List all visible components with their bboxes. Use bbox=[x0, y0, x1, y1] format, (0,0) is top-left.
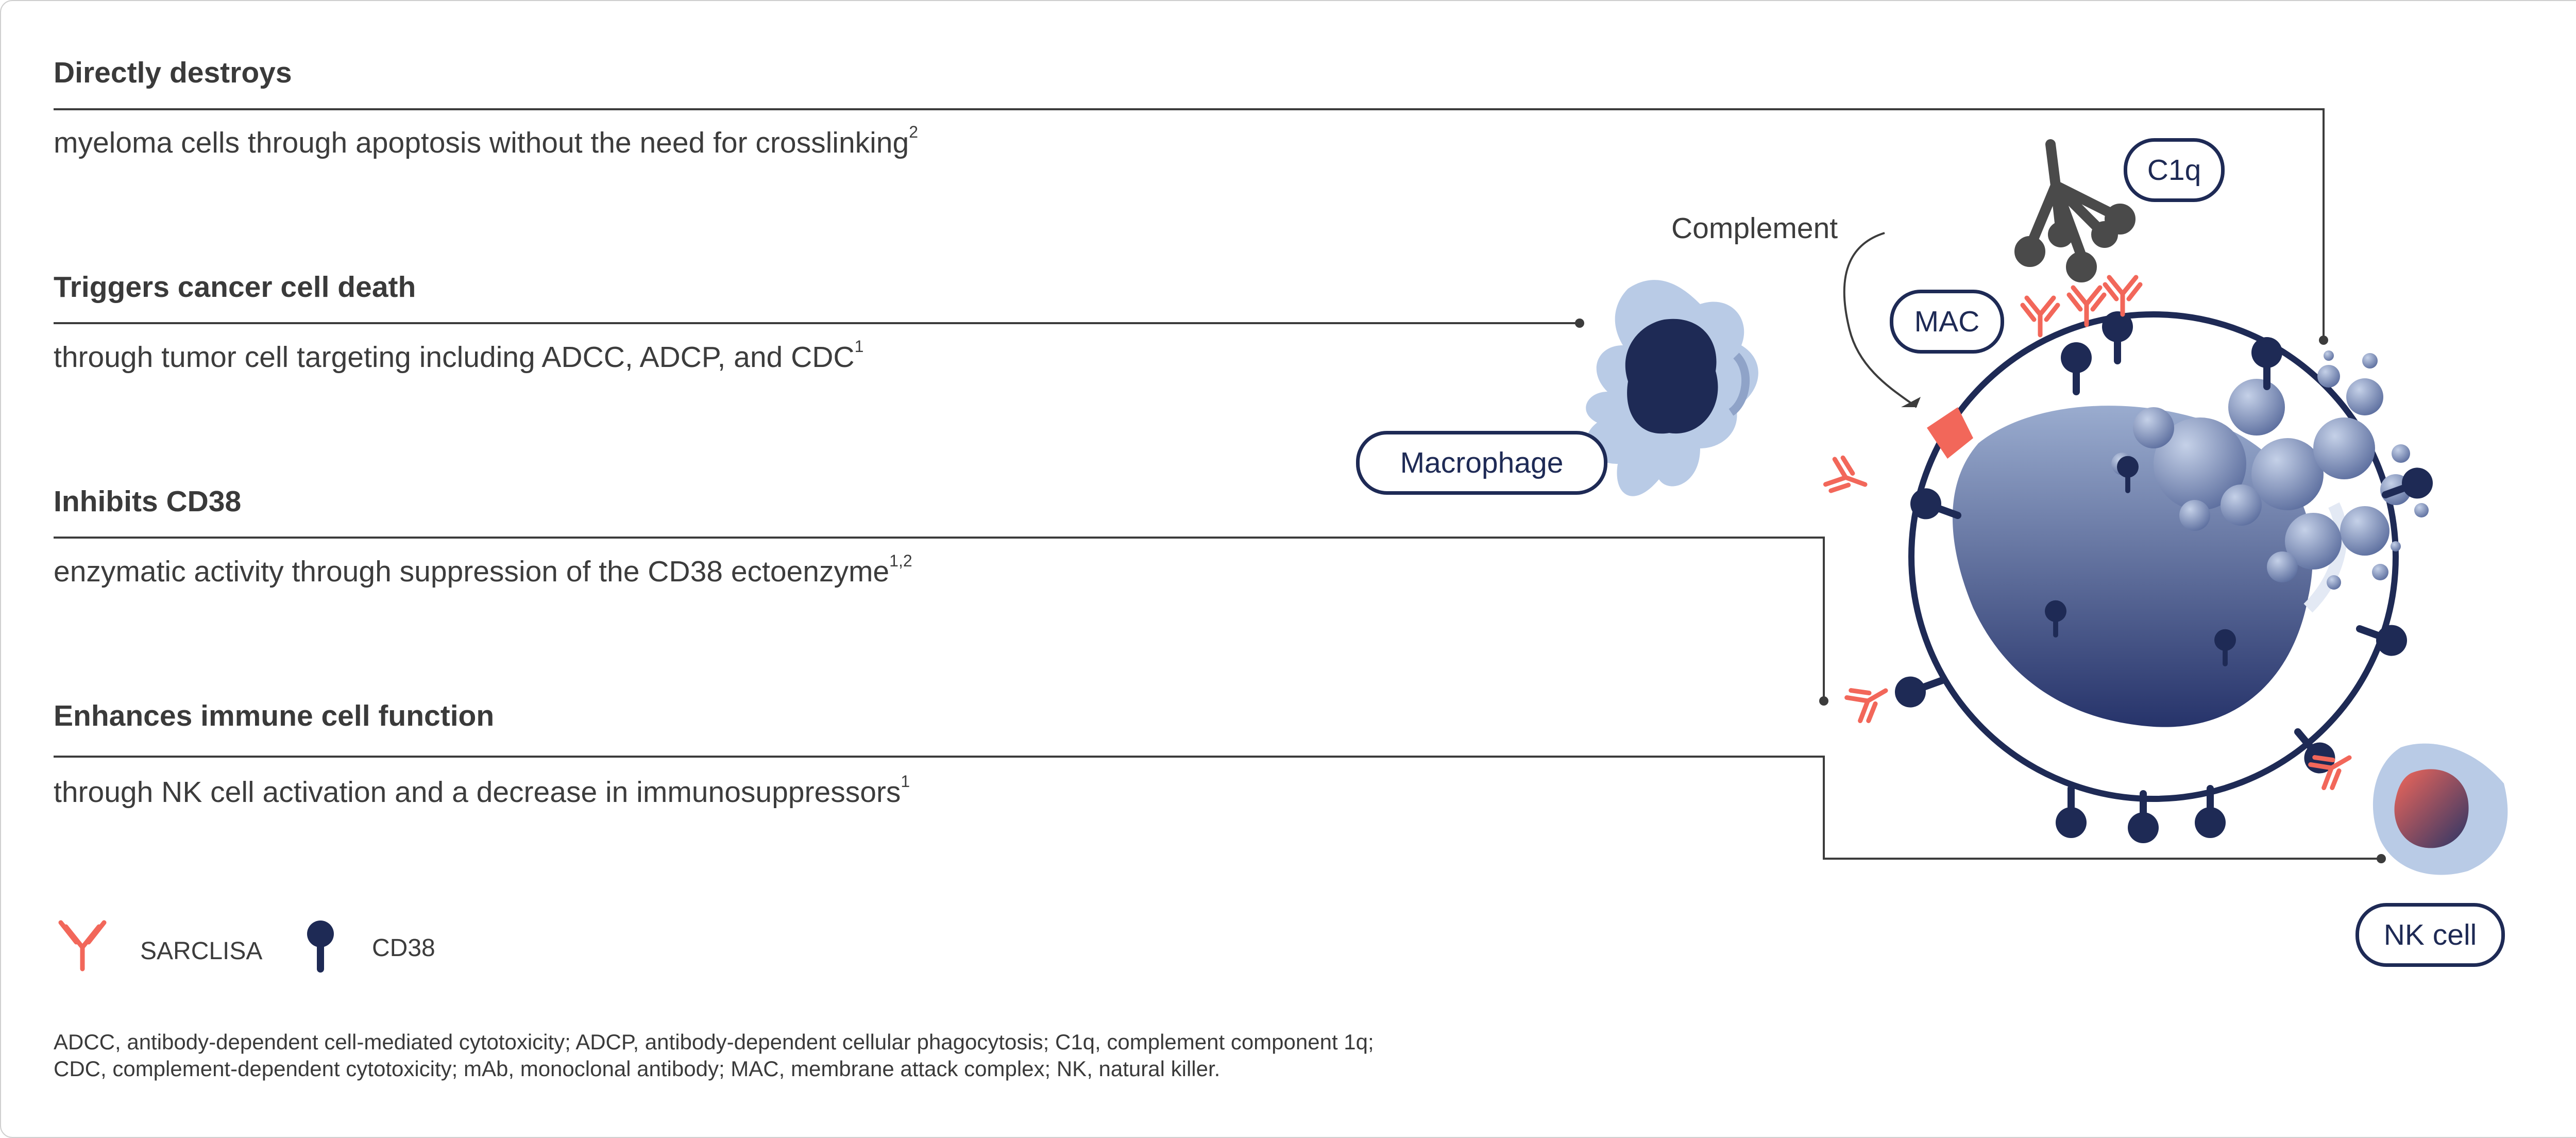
desc-enhances-immune-cell-function: through NK cell activation and a decreas… bbox=[54, 772, 910, 809]
label-complement: Complement bbox=[1671, 212, 1838, 245]
footnote-line-1: ADCC, antibody-dependent cell-mediated c… bbox=[54, 1030, 1374, 1054]
heading-directly-destroys: Directly destroys bbox=[54, 56, 292, 89]
desc-citation: 1 bbox=[901, 772, 910, 791]
desc-inhibits-cd38: enzymatic activity through suppression o… bbox=[54, 551, 912, 589]
heading-inhibits-cd38: Inhibits CD38 bbox=[54, 485, 242, 518]
label-nk-cell: NK cell bbox=[2355, 903, 2505, 967]
heading-triggers-cancer-cell-death: Triggers cancer cell death bbox=[54, 271, 416, 304]
label-mac: MAC bbox=[1890, 290, 2004, 354]
desc-text: through NK cell activation and a decreas… bbox=[54, 776, 901, 809]
desc-triggers-cancer-cell-death: through tumor cell targeting including A… bbox=[54, 337, 864, 374]
desc-citation: 1 bbox=[854, 337, 864, 356]
label-macrophage: Macrophage bbox=[1356, 431, 1607, 495]
desc-text: enzymatic activity through suppression o… bbox=[54, 555, 890, 588]
heading-enhances-immune-cell-function: Enhances immune cell function bbox=[54, 699, 495, 732]
desc-citation: 1,2 bbox=[889, 551, 912, 570]
legend-cd38-label: CD38 bbox=[372, 934, 435, 962]
desc-directly-destroys: myeloma cells through apoptosis without … bbox=[54, 123, 919, 160]
desc-text: through tumor cell targeting including A… bbox=[54, 341, 855, 374]
legend-sarclisa-label: SARCLISA bbox=[140, 938, 263, 965]
desc-text: myeloma cells through apoptosis without … bbox=[54, 126, 909, 159]
footnote-line-2: CDC, complement-dependent cytotoxicity; … bbox=[54, 1057, 1221, 1081]
desc-citation: 2 bbox=[909, 123, 919, 141]
label-c1q: C1q bbox=[2124, 138, 2225, 202]
